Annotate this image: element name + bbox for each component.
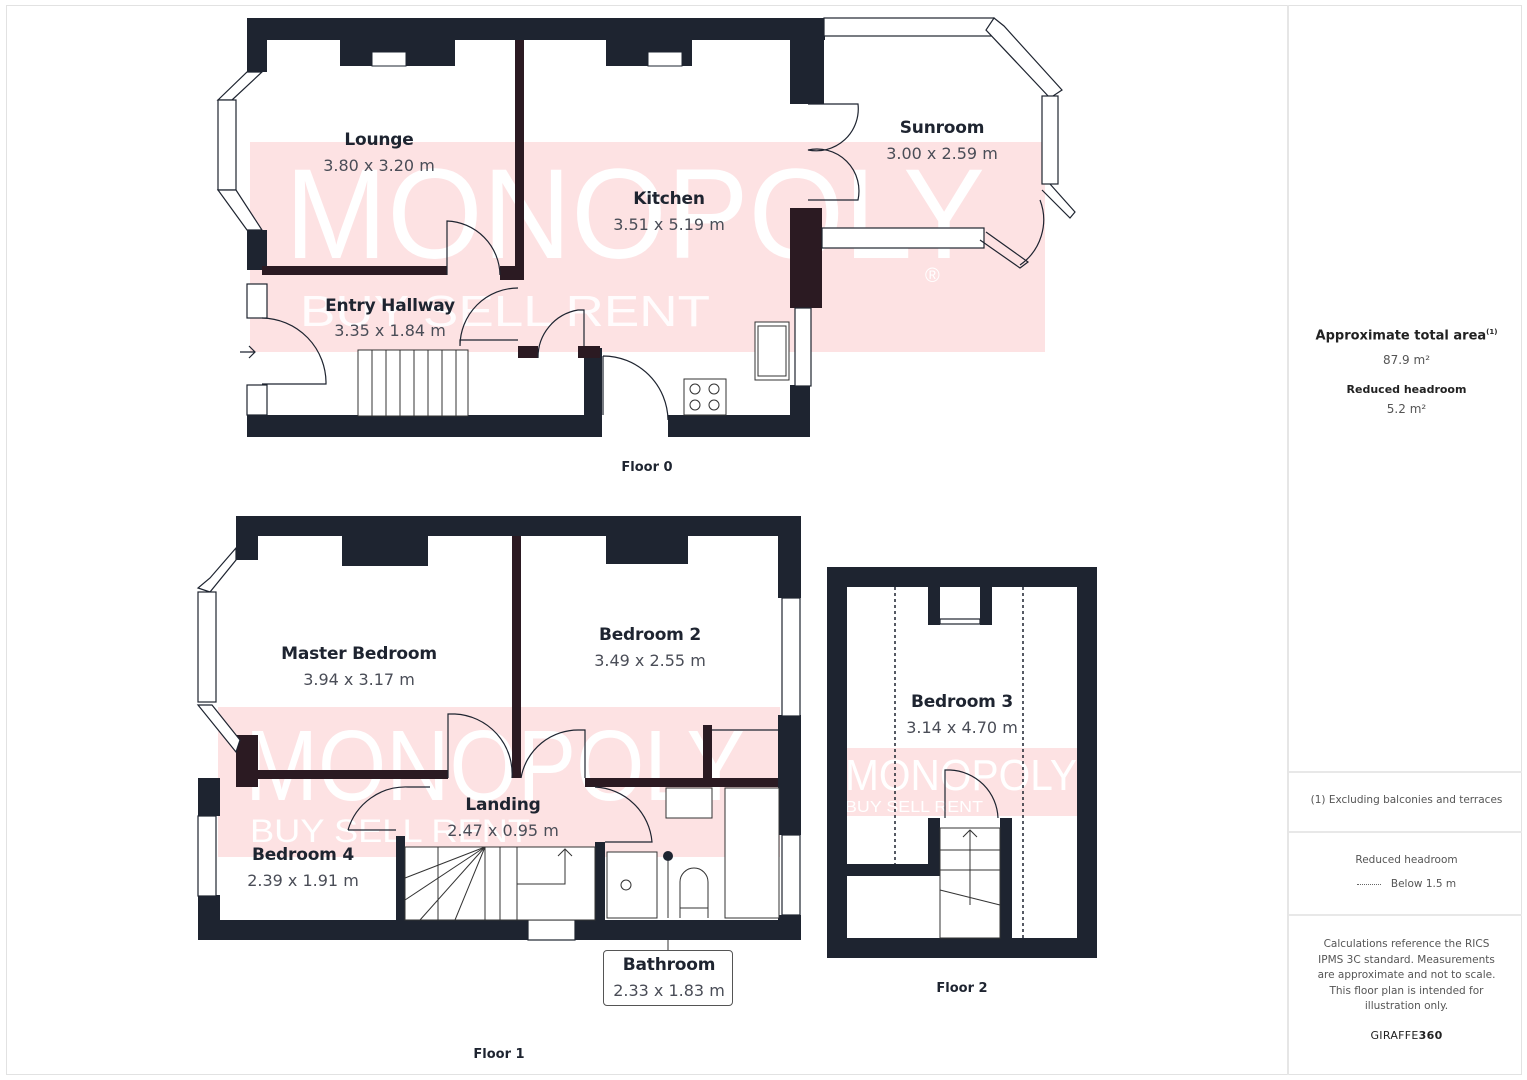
room-dims-bedroom-3: 3.14 x 4.70 m	[906, 718, 1018, 737]
floor-label-0: Floor 0	[621, 460, 673, 475]
room-dims-lounge: 3.80 x 3.20 m	[323, 156, 435, 175]
room-dims-master-bedroom: 3.94 x 3.17 m	[303, 670, 415, 689]
room-name-entry-hallway: Entry Hallway	[325, 296, 455, 316]
headroom-legend: Reduced headroom Below 1.5 m	[1289, 854, 1524, 890]
divider	[1289, 771, 1522, 773]
divider	[1289, 914, 1522, 916]
svg-text:®: ®	[925, 265, 940, 287]
room-dims-bathroom: 2.33 x 1.83 m	[613, 981, 725, 1000]
area-summary: Approximate total area(1) 87.9 m² Reduce…	[1289, 328, 1524, 416]
brand-prefix: GIRAFFE	[1370, 1028, 1419, 1042]
room-name-kitchen: Kitchen	[633, 189, 705, 209]
room-dims-sunroom: 3.00 x 2.59 m	[886, 144, 998, 163]
brand-suffix: 360	[1418, 1028, 1443, 1042]
brand-logo: GIRAFFE360	[1289, 1029, 1524, 1042]
total-area-value: 87.9 m²	[1382, 353, 1431, 368]
legend-item-label: Below 1.5 m	[1390, 878, 1457, 890]
svg-text:MONOPOLY: MONOPOLY	[245, 710, 745, 822]
room-name-bathroom: Bathroom	[622, 955, 716, 975]
room-dims-landing: 2.47 x 0.95 m	[447, 821, 559, 840]
floorplan-drawing: .w { fill: #1e2430; } .wd { fill: #2b1a2…	[196, 17, 1097, 958]
reduced-headroom-label: Reduced headroom	[1346, 383, 1467, 397]
room-name-master-bedroom: Master Bedroom	[281, 644, 437, 664]
room-dims-entry-hallway: 3.35 x 1.84 m	[334, 321, 446, 340]
page-frame	[6, 5, 1522, 1075]
bathroom-label-box: Bathroom 2.33 x 1.83 m	[603, 950, 733, 1006]
disclaimer-block: Calculations reference the RICS IPMS 3C …	[1289, 937, 1524, 1042]
room-name-bedroom-4: Bedroom 4	[251, 845, 355, 865]
room-name-lounge: Lounge	[344, 130, 414, 150]
floor-label-1: Floor 1	[473, 1047, 525, 1062]
floor-1-plan: MONOPOLY BUY SELL RENT	[196, 516, 801, 950]
dotted-line-icon	[1356, 883, 1381, 885]
svg-text:BUY SELL RENT: BUY SELL RENT	[250, 813, 530, 849]
legend-row: Below 1.5 m	[1289, 878, 1524, 890]
divider	[1289, 831, 1522, 833]
svg-text:BUY SELL RENT: BUY SELL RENT	[300, 287, 710, 336]
floor-0-plan: MONOPOLY BUY SELL RENT ®	[216, 17, 1076, 437]
reduced-headroom-value: 5.2 m²	[1386, 402, 1427, 417]
room-name-landing: Landing	[465, 795, 541, 815]
floor-2-plan: MONOPOLY BUY SELL RENT	[827, 567, 1097, 958]
room-name-bedroom-2: Bedroom 2	[598, 625, 702, 645]
floor-label-2: Floor 2	[936, 981, 988, 996]
room-dims-kitchen: 3.51 x 5.19 m	[613, 215, 725, 234]
svg-text:MONOPOLY: MONOPOLY	[285, 143, 985, 286]
footnote-marker: (1)	[1486, 328, 1498, 336]
info-panel: Approximate total area(1) 87.9 m² Reduce…	[1287, 5, 1522, 1075]
room-name-sunroom: Sunroom	[899, 118, 985, 138]
total-area-label: Approximate total area	[1315, 328, 1487, 344]
room-dims-bedroom-4: 2.39 x 1.91 m	[247, 871, 359, 890]
room-name-bedroom-3: Bedroom 3	[910, 692, 1014, 712]
svg-text:BUY SELL RENT: BUY SELL RENT	[845, 799, 983, 816]
legend-title: Reduced headroom	[1355, 854, 1458, 866]
footnote: (1) Excluding balconies and terraces	[1310, 794, 1503, 806]
disclaimer-text: Calculations reference the RICS IPMS 3C …	[1317, 938, 1496, 1012]
total-area-heading: Approximate total area(1)	[1289, 328, 1524, 343]
room-dims-bedroom-2: 3.49 x 2.55 m	[594, 651, 706, 670]
svg-text:MONOPOLY: MONOPOLY	[845, 751, 1077, 800]
